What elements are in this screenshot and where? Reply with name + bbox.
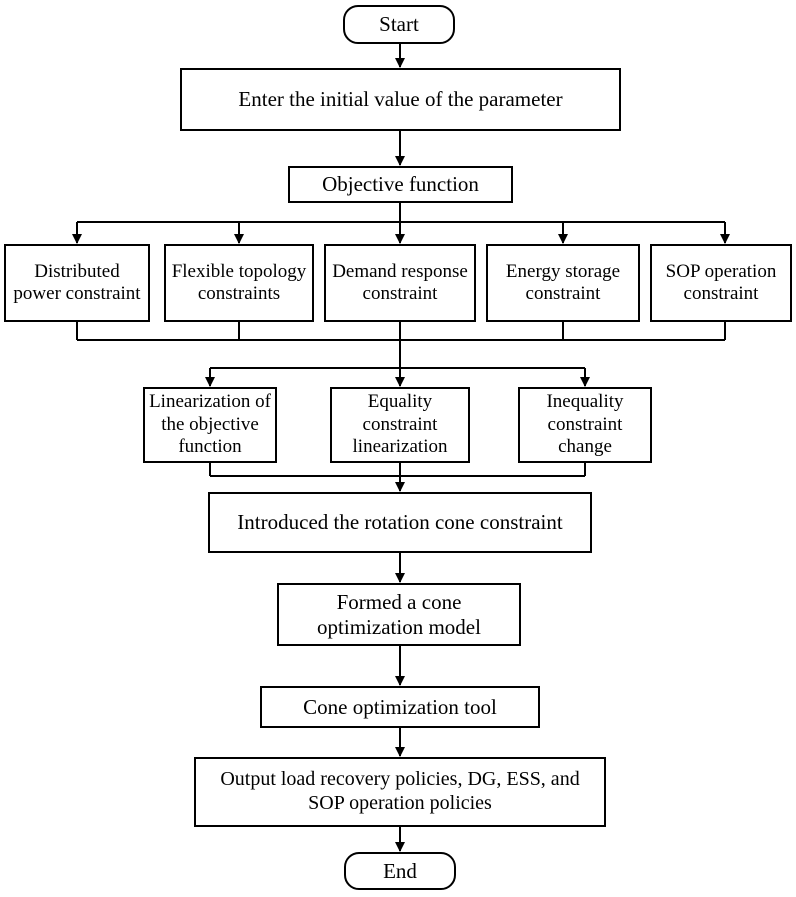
- objective-function-label: Objective function: [322, 172, 479, 197]
- output-policies-label: Output load recovery policies, DG, ESS, …: [220, 768, 580, 814]
- demand-response-constraint-box: Demand response constraint: [324, 244, 476, 322]
- cone-optimization-tool-label: Cone optimization tool: [303, 694, 497, 719]
- inequality-constraint-change-label: Inequality constraint change: [546, 391, 624, 458]
- cone-optimization-model-label: Formed a cone optimization model: [317, 589, 481, 639]
- energy-storage-constraint-label: Energy storage constraint: [505, 260, 621, 304]
- start-terminal: Start: [343, 5, 455, 44]
- cone-optimization-tool-box: Cone optimization tool: [260, 686, 540, 728]
- linearization-objective-box: Linearization of the objective function: [143, 387, 277, 463]
- distributed-power-constraint-label: Distributed power constraint: [13, 260, 141, 304]
- distributed-power-constraint-box: Distributed power constraint: [4, 244, 150, 322]
- energy-storage-constraint-box: Energy storage constraint: [486, 244, 640, 322]
- sop-operation-constraint-box: SOP operation constraint: [650, 244, 792, 322]
- enter-parameters-box: Enter the initial value of the parameter: [180, 68, 621, 131]
- equality-constraint-linearization-label: Equality constraint linearization: [352, 391, 448, 458]
- enter-parameters-label: Enter the initial value of the parameter: [238, 87, 563, 112]
- rotation-cone-constraint-box: Introduced the rotation cone constraint: [208, 492, 592, 553]
- start-label: Start: [379, 12, 419, 37]
- objective-function-box: Objective function: [288, 166, 513, 203]
- linearization-objective-label: Linearization of the objective function: [149, 391, 271, 458]
- flexible-topology-constraints-label: Flexible topology constraints: [171, 260, 307, 304]
- demand-response-constraint-label: Demand response constraint: [332, 260, 468, 304]
- output-policies-box: Output load recovery policies, DG, ESS, …: [194, 757, 606, 827]
- sop-operation-constraint-label: SOP operation constraint: [665, 260, 777, 304]
- cone-optimization-model-box: Formed a cone optimization model: [277, 583, 521, 646]
- rotation-cone-constraint-label: Introduced the rotation cone constraint: [237, 510, 563, 535]
- end-terminal: End: [344, 852, 456, 890]
- end-label: End: [383, 858, 417, 883]
- inequality-constraint-change-box: Inequality constraint change: [518, 387, 652, 463]
- flexible-topology-constraints-box: Flexible topology constraints: [164, 244, 314, 322]
- equality-constraint-linearization-box: Equality constraint linearization: [330, 387, 470, 463]
